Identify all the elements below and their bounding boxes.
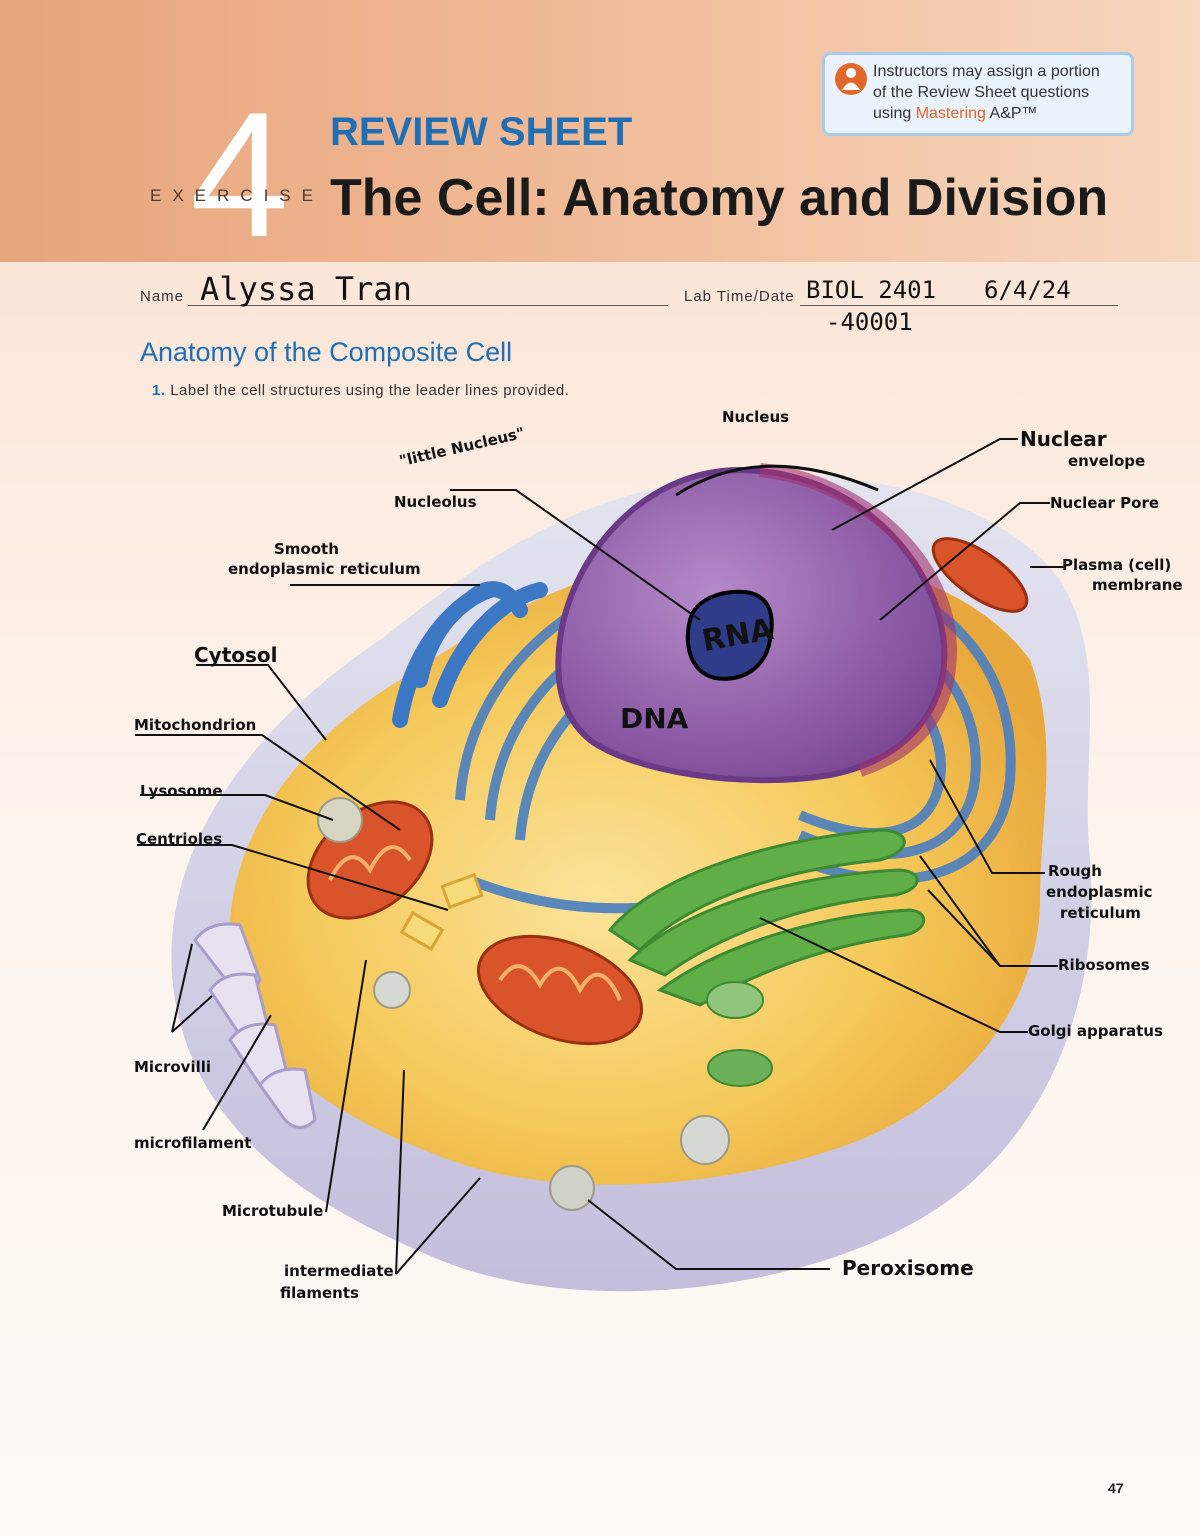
label-microtubule[interactable]: Microtubule: [222, 1202, 324, 1220]
leader-intermediate: [395, 1069, 481, 1275]
leader-nuclear-envelope: [831, 438, 1018, 531]
leader-nucleolus: [450, 489, 701, 621]
notice-line-1: Instructors may assign a portion: [873, 63, 1100, 80]
lab-date-value[interactable]: 6/4/24: [984, 276, 1071, 304]
leader-centrioles: [137, 844, 449, 911]
name-label: Name: [140, 288, 185, 305]
label-nucleolus[interactable]: Nucleolus: [394, 493, 477, 511]
leader-microtubule: [325, 959, 367, 1213]
leader-lysosome: [140, 794, 334, 821]
label-rough-er-2[interactable]: endoplasmic: [1046, 883, 1153, 901]
microvilli-shape: [193, 922, 317, 1129]
label-ribosomes[interactable]: Ribosomes: [1058, 956, 1150, 974]
nucleolus-shape: [685, 589, 774, 681]
mastering-notice-box: Instructors may assign a portion of the …: [822, 52, 1134, 136]
notice-line-3-prefix: using: [873, 105, 912, 122]
centrioles-shape: [399, 872, 484, 952]
exercise-word: EXERCISE: [150, 186, 324, 205]
label-lysosome[interactable]: Lysosome: [140, 782, 223, 800]
page-number: 47: [1108, 1480, 1124, 1496]
lab-section-value[interactable]: -40001: [826, 308, 913, 336]
question-number: 1.: [152, 382, 166, 399]
label-golgi[interactable]: Golgi apparatus: [1028, 1022, 1163, 1040]
question-text: Label the cell structures using the lead…: [170, 382, 570, 399]
vesicle-2-shape: [373, 971, 411, 1009]
leader-ribosomes: [919, 855, 1058, 967]
label-mitochondrion[interactable]: Mitochondrion: [134, 716, 257, 734]
leader-rough-er: [929, 759, 1045, 874]
notice-line-3-suffix: A&P™: [989, 105, 1038, 122]
review-sheet-kicker: REVIEW SHEET: [330, 110, 633, 154]
label-intermediate-2[interactable]: filaments: [280, 1284, 359, 1302]
notice-line-2: of the Review Sheet questions: [873, 84, 1090, 101]
label-microfilament[interactable]: microfilament: [134, 1134, 252, 1152]
section-heading: Anatomy of the Composite Cell: [140, 337, 513, 367]
leader-microfilament: [202, 1014, 272, 1131]
label-centrioles[interactable]: Centrioles: [136, 830, 223, 848]
leader-cytosol: [196, 664, 327, 741]
leader-nuclear-pore: [879, 502, 1050, 621]
leader-peroxisome: [587, 1199, 830, 1270]
label-dna[interactable]: DNA: [620, 702, 689, 735]
notice-line-3: using Mastering A&P™: [873, 103, 1100, 124]
label-nuclear-pore[interactable]: Nuclear Pore: [1050, 494, 1160, 512]
lab-time-underline: [800, 305, 1118, 306]
name-underline: [188, 305, 668, 306]
mastering-person-icon: [835, 63, 867, 95]
nuclear-envelope-edge: [759, 463, 958, 777]
golgi-vesicle-2-shape: [707, 1049, 773, 1087]
label-smooth-er-2[interactable]: endoplasmic reticulum: [228, 560, 421, 578]
label-rough-er-1[interactable]: Rough: [1048, 862, 1102, 880]
label-plasma-membrane-1[interactable]: Plasma (cell): [1062, 556, 1172, 574]
label-nucleus[interactable]: Nucleus: [722, 408, 790, 426]
mastering-brand: Mastering: [915, 105, 986, 122]
label-plasma-membrane-2[interactable]: membrane: [1092, 576, 1183, 594]
lysosome-shape: [317, 797, 363, 843]
question-1: 1. Label the cell structures using the l…: [152, 382, 569, 399]
label-microvilli[interactable]: Microvilli: [134, 1058, 212, 1076]
nucleus-bracket: [675, 464, 879, 497]
mitochondrion-2-shape: [476, 934, 644, 1046]
label-intermediate-1[interactable]: intermediate: [284, 1262, 394, 1280]
leader-mitochondrion: [135, 734, 401, 831]
leader-microvilli: [171, 943, 213, 1033]
leader-lines: [135, 438, 1065, 1275]
exercise-number: 4: [190, 75, 289, 274]
label-smooth-er-1[interactable]: Smooth: [274, 540, 339, 558]
vesicle-shape: [680, 1115, 730, 1165]
label-peroxisome[interactable]: Peroxisome: [842, 1256, 974, 1280]
label-cytosol[interactable]: Cytosol: [194, 643, 278, 667]
golgi-vesicle-shape: [706, 981, 764, 1019]
leader-golgi: [759, 917, 1028, 1033]
label-rough-er-3[interactable]: reticulum: [1060, 904, 1141, 922]
lab-time-label: Lab Time/Date: [684, 288, 795, 305]
label-nuclear-envelope-1[interactable]: Nuclear: [1020, 427, 1107, 451]
smooth-er-shape: [392, 581, 548, 728]
page-title: The Cell: Anatomy and Division: [330, 169, 1109, 227]
name-value[interactable]: Alyssa Tran: [200, 270, 412, 308]
peroxisome-shape: [549, 1165, 595, 1211]
lab-course-value[interactable]: BIOL 2401: [806, 276, 937, 304]
mastering-notice-text: Instructors may assign a portion of the …: [873, 61, 1100, 124]
label-nuclear-envelope-2[interactable]: envelope: [1068, 452, 1146, 470]
golgi-shape: [607, 828, 926, 1007]
